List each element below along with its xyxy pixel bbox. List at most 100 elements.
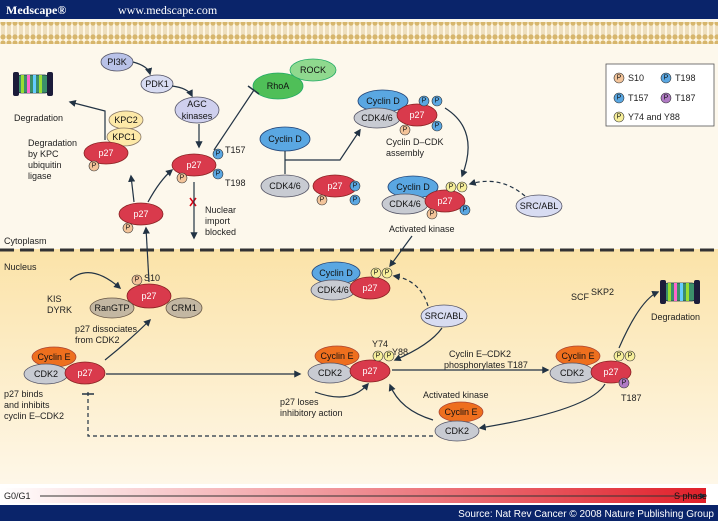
cyclin-d-cdk-assembly-line1: Cyclin D–CDK: [386, 137, 444, 147]
src-abl-cyt: SRC/ABL: [515, 194, 563, 218]
svg-text:ROCK: ROCK: [300, 65, 326, 75]
activated-kinase-cyt-complex: Cyclin D CDK4/6 p27 P P P P: [381, 175, 471, 220]
agc-kinases-node: AGC kinases: [174, 96, 220, 124]
p27-exported: p27 P: [118, 202, 164, 234]
svg-text:CDK2: CDK2: [318, 368, 342, 378]
arrow-loses-action: [314, 382, 369, 398]
kis-label: KIS: [47, 294, 62, 304]
dyrk-label: DYRK: [47, 305, 72, 315]
svg-text:CDK2: CDK2: [560, 368, 584, 378]
legend: P S10 P T198 P T157 P T187 P Y74 and Y88: [605, 63, 715, 127]
svg-text:P: P: [664, 95, 669, 102]
nuclear-import-line1: Nuclear: [205, 205, 236, 215]
svg-text:P: P: [617, 95, 622, 102]
p27-phospho-center: p27 P P P: [171, 148, 224, 184]
svg-text:P: P: [216, 151, 221, 158]
svg-text:P: P: [664, 75, 669, 82]
svg-text:P: P: [430, 211, 435, 218]
arrow-assembly: [285, 128, 361, 161]
cyclin-e-phos-line1: Cyclin E–CDK2: [449, 349, 511, 359]
svg-text:P: P: [628, 353, 633, 360]
cyclin-e-phos-line2: phosphorylates T187: [444, 360, 528, 370]
svg-text:p27: p27: [362, 283, 377, 293]
y88-label: Y88: [392, 347, 408, 357]
arrow-kis-s10: [69, 272, 122, 289]
degradation-kpc-line1: Degradation: [28, 138, 77, 148]
svg-text:SRC/ABL: SRC/ABL: [520, 201, 559, 211]
degradation-kpc-line2: by KPC: [28, 149, 59, 159]
arrow-kpc-degradation: [68, 99, 106, 140]
svg-text:Cyclin D: Cyclin D: [396, 182, 430, 192]
svg-text:P: P: [387, 353, 392, 360]
t187-label: T187: [621, 393, 642, 403]
arrow-right-activated: [478, 383, 606, 431]
cyclin-d-free: Cyclin D: [259, 126, 311, 152]
svg-text:p27: p27: [98, 148, 113, 158]
svg-text:P: P: [617, 114, 622, 121]
p27-loses-line2: inhibitory action: [280, 408, 343, 418]
activated-kinase-nuc-label: Activated kinase: [423, 390, 489, 400]
dash-feedback: [87, 392, 434, 437]
svg-text:Cyclin D: Cyclin D: [268, 134, 302, 144]
pdk1-node: PDK1: [140, 74, 174, 94]
svg-text:CDK2: CDK2: [445, 426, 469, 436]
cyclin-d-nucleus-complex: Cyclin D CDK4/6 p27 P P: [310, 261, 393, 301]
p27-binds-line3: cyclin E–CDK2: [4, 411, 64, 421]
arrow-assembly-activated: [444, 107, 469, 178]
svg-text:p27: p27: [603, 367, 618, 377]
arrow-activated-kinase-nuc: [388, 383, 434, 421]
cytoplasm-label: Cytoplasm: [4, 236, 47, 246]
svg-text:P: P: [126, 225, 131, 232]
rock-node: ROCK: [289, 58, 337, 82]
svg-text:p27: p27: [437, 196, 452, 206]
legend-t198: T198: [675, 73, 696, 83]
cyclin-e-cdk2-p27-center: Cyclin E CDK2 p27 P P: [307, 345, 395, 384]
cdk46-free: CDK4/6: [260, 174, 310, 198]
svg-text:CDK4/6: CDK4/6: [361, 113, 393, 123]
t157-label: T157: [225, 145, 246, 155]
src-abl-nucleus: SRC/ABL: [420, 304, 468, 328]
header-bar: [0, 0, 718, 19]
proteasome-right: [660, 280, 700, 304]
svg-text:P: P: [353, 183, 358, 190]
degradation-kpc-line4: ligase: [28, 171, 52, 181]
svg-text:P: P: [449, 184, 454, 191]
nucleus-label: Nucleus: [4, 262, 37, 272]
footer-source: Source: Nat Rev Cancer © 2008 Nature Pub…: [458, 509, 714, 520]
svg-text:RanGTP: RanGTP: [94, 303, 129, 313]
s10-label: S10: [144, 273, 160, 283]
svg-text:P: P: [376, 353, 381, 360]
svg-text:KPC1: KPC1: [112, 132, 136, 142]
cyclin-e-cdk2-p27-right: Cyclin E CDK2 p27 P P P: [549, 345, 636, 389]
proteasome-top: [13, 72, 53, 96]
svg-text:PDK1: PDK1: [145, 79, 169, 89]
svg-text:CDK2: CDK2: [34, 369, 58, 379]
skp2-label: SKP2: [591, 287, 614, 297]
svg-text:P: P: [403, 127, 408, 134]
arrow-dissociates: [104, 318, 152, 361]
svg-text:SRC/ABL: SRC/ABL: [425, 311, 464, 321]
svg-text:P: P: [622, 380, 627, 387]
p27-dissociates-line1: p27 dissociates: [75, 324, 138, 334]
arrow-right-degradation: [618, 291, 660, 349]
svg-text:P: P: [216, 171, 221, 178]
svg-text:P: P: [422, 98, 427, 105]
svg-text:KPC2: KPC2: [114, 115, 138, 125]
cyclin-d-cdk-assembly-line2: assembly: [386, 148, 425, 158]
p27-dissociates-line2: from CDK2: [75, 335, 120, 345]
inhibit-bar: [247, 85, 260, 95]
phase-right-label: S phase: [674, 491, 707, 501]
p27-loses-line1: p27 loses: [280, 397, 319, 407]
export-complex: p27 P RanGTP CRM1: [89, 274, 203, 319]
legend-s10: S10: [628, 73, 644, 83]
svg-text:Cyclin E: Cyclin E: [37, 352, 70, 362]
arrow-pdk1-agc: [171, 85, 193, 98]
arrow-export: [142, 226, 150, 283]
legend-t157: T157: [628, 93, 649, 103]
dash-src-nucleus: [392, 273, 429, 307]
svg-text:p27: p27: [409, 110, 424, 120]
medscape-logo: Medscape®: [6, 3, 66, 17]
svg-text:p27: p27: [77, 368, 92, 378]
svg-text:P: P: [353, 197, 358, 204]
